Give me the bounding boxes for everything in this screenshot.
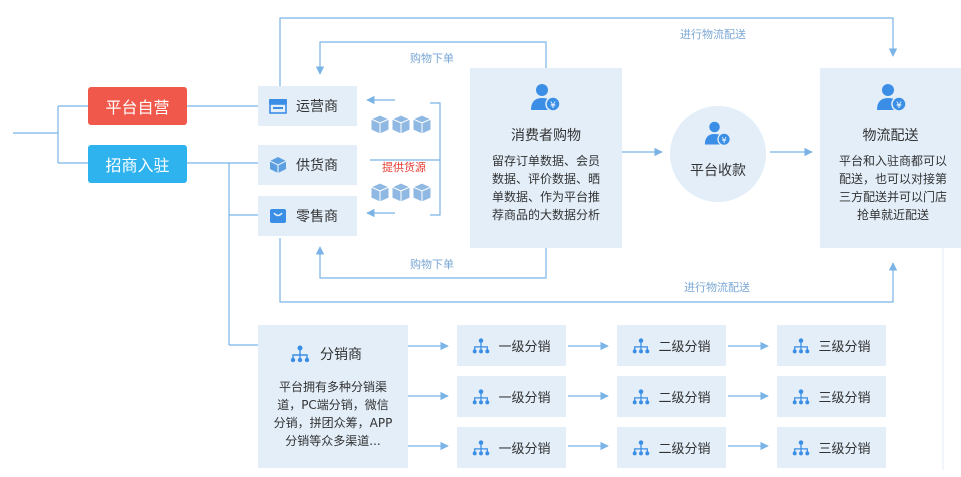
distributor-title: 分销商 <box>320 347 362 363</box>
svg-text:¥: ¥ <box>722 136 727 145</box>
hierarchy-icon <box>633 388 650 404</box>
user-payment-icon: ¥ <box>877 84 907 112</box>
distributor-desc: 平台拥有多种分销渠道，PC端分销，微信分销，拼团众筹，APP分销等众多渠道... <box>273 380 393 448</box>
logistics-desc: 平台和入驻商都可以配送，也可以对接第三方配送并可以门店抢单就近配送 <box>838 154 947 222</box>
self-operated-label: 平台自营 <box>105 98 170 117</box>
second-level-distribution-box[interactable]: 二级分销 <box>617 325 726 366</box>
first-level-distribution-box[interactable]: 一级分销 <box>457 376 566 417</box>
logistics-top-label: 进行物流配送 <box>680 28 746 41</box>
store-icon <box>269 99 287 114</box>
retailer-box[interactable]: 零售商 <box>258 196 357 236</box>
goods-cubes-icon <box>370 182 432 203</box>
second-level-distribution-box[interactable]: 二级分销 <box>617 376 726 417</box>
logistics-bottom-label: 进行物流配送 <box>684 281 750 294</box>
self-operated-button[interactable]: 平台自营 <box>88 87 187 125</box>
svg-text:¥: ¥ <box>896 101 902 111</box>
first-level-distribution-label: 一级分销 <box>498 391 551 406</box>
consumer-card[interactable]: ¥ 消费者购物 留存订单数据、会员数据、评价数据、晒单数据、作为平台推荐商品的大… <box>470 68 622 248</box>
second-level-distribution-label: 二级分销 <box>658 340 711 355</box>
second-level-distribution-box[interactable]: 二级分销 <box>617 427 726 468</box>
hierarchy-icon <box>793 388 810 404</box>
merchants-join-label: 招商入驻 <box>105 156 170 175</box>
hierarchy-icon <box>793 337 810 353</box>
third-level-distribution-label: 三级分销 <box>818 442 871 457</box>
first-level-distribution-label: 一级分销 <box>498 340 551 355</box>
supplier-box[interactable]: 供货商 <box>258 145 357 185</box>
third-level-distribution-label: 三级分销 <box>818 340 871 355</box>
consumer-desc: 留存订单数据、会员数据、评价数据、晒单数据、作为平台推荐商品的大数据分析 <box>491 154 600 222</box>
hierarchy-icon <box>473 337 490 353</box>
merchants-join-button[interactable]: 招商入驻 <box>88 145 187 183</box>
first-level-distribution-box[interactable]: 一级分销 <box>457 325 566 366</box>
user-payment-icon: ¥ <box>704 121 731 147</box>
third-level-distribution-box[interactable]: 三级分销 <box>777 325 886 366</box>
hierarchy-icon <box>473 388 490 404</box>
operator-label: 运营商 <box>296 99 338 115</box>
third-level-distribution-box[interactable]: 三级分销 <box>777 376 886 417</box>
shopping-bag-icon <box>270 209 286 223</box>
consumer-title: 消费者购物 <box>511 128 581 144</box>
payment-circle[interactable]: ¥ 平台收款 <box>670 106 766 202</box>
logistics-card[interactable]: ¥ 物流配送 平台和入驻商都可以配送，也可以对接第三方配送并可以门店抢单就近配送 <box>820 68 961 248</box>
third-level-distribution-label: 三级分销 <box>818 391 871 406</box>
supplier-label: 供货商 <box>296 158 338 174</box>
logistics-title: 物流配送 <box>862 128 919 144</box>
hierarchy-icon <box>473 439 490 455</box>
first-level-distribution-box[interactable]: 一级分销 <box>457 427 566 468</box>
svg-text:¥: ¥ <box>550 101 556 111</box>
retailer-label: 零售商 <box>296 209 338 225</box>
second-level-distribution-label: 二级分销 <box>658 391 711 406</box>
provide-goods-label: 提供货源 <box>382 161 426 174</box>
distributor-card[interactable]: 分销商 平台拥有多种分销渠道，PC端分销，微信分销，拼团众筹，APP分销等众多渠… <box>258 325 408 468</box>
third-level-distribution-box[interactable]: 三级分销 <box>777 427 886 468</box>
hierarchy-icon <box>633 337 650 353</box>
shopping-order-bottom-label: 购物下单 <box>410 258 454 271</box>
goods-cubes-icon <box>370 114 432 135</box>
hierarchy-icon <box>793 439 810 455</box>
first-level-distribution-label: 一级分销 <box>498 442 551 457</box>
hierarchy-icon <box>290 345 310 363</box>
package-icon <box>269 157 287 173</box>
payment-title: 平台收款 <box>690 163 746 179</box>
shopping-order-top-label: 购物下单 <box>410 52 454 65</box>
hierarchy-icon <box>633 439 650 455</box>
user-payment-icon: ¥ <box>531 84 561 112</box>
second-level-distribution-label: 二级分销 <box>658 442 711 457</box>
operator-box[interactable]: 运营商 <box>258 86 357 126</box>
